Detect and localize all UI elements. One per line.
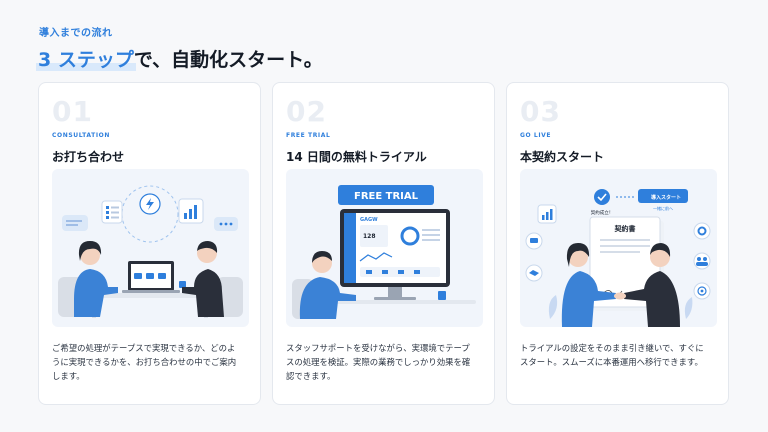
person-figure: [299, 277, 356, 319]
man-figure: [182, 269, 224, 317]
step-number: 03: [520, 95, 561, 128]
gear-icon: [693, 222, 711, 240]
step-card-free-trial: 02 FREE TRIAL 14 日間の無料トライアル FREE TRIAL G…: [272, 82, 495, 405]
step-title: 14 日間の無料トライアル: [286, 150, 427, 164]
chat-bubble-icon: [62, 215, 88, 231]
step-description: スタッフサポートを受けながら、実環境でテープ スの処理を検証。実際の業務でしっか…: [286, 343, 471, 381]
step-description: トライアルの設定をそのまま引き継いで、すぐに スタート。スムーズに本番運用へ移行…: [520, 343, 704, 367]
step-card-consultation: 01 CONSULTATION お打ち合わせ: [38, 82, 261, 405]
step-number: 02: [286, 95, 327, 128]
free-trial-banner: [338, 185, 434, 205]
contract-label: 契約書: [614, 224, 636, 233]
dashboard-value: 128: [363, 233, 376, 240]
step-title: 本契約スタート: [520, 150, 605, 164]
step-title: お打ち合わせ: [52, 150, 125, 164]
step-card-go-live: 03 GO LIVE 本契約スタート 契約成立！ 導入スタート 一緒に前へ 契約…: [506, 82, 729, 405]
woman-figure: [74, 269, 118, 317]
headline-rest: で、自動化スタート。: [133, 49, 323, 71]
contract-done-label: 契約成立！: [591, 209, 614, 216]
team-icon: [693, 252, 711, 270]
start-button: [638, 189, 688, 203]
woman-figure: [561, 271, 616, 327]
man-figure: [624, 271, 680, 327]
free-trial-banner-text: FREE TRIAL: [354, 191, 419, 202]
svg-text:導入スタート: 導入スタート: [651, 194, 681, 201]
step-number: 01: [52, 95, 93, 128]
handshake-illustration: 契約成立！ 導入スタート 一緒に前へ 契約書: [520, 169, 717, 327]
step-tag: CONSULTATION: [52, 132, 111, 139]
headline-highlight: 3 ステップ: [36, 45, 136, 72]
step-tag: GO LIVE: [520, 132, 552, 139]
trial-illustration: FREE TRIAL GAGW 128: [286, 169, 483, 327]
page-title: 3 ステップで、自動化スタート。: [36, 45, 323, 72]
meeting-illustration: [52, 169, 249, 327]
check-icon: [594, 189, 610, 205]
step-description: ご希望の処理がテープスで実現できるか、どのよ うに実現できるかを、お打ち合わせの…: [52, 343, 237, 381]
step-tag: FREE TRIAL: [286, 132, 331, 139]
dashboard-brand: GAGW: [360, 217, 378, 223]
section-eyebrow: 導入までの流れ: [39, 28, 113, 39]
start-sub-label: 一緒に前へ: [653, 205, 673, 211]
